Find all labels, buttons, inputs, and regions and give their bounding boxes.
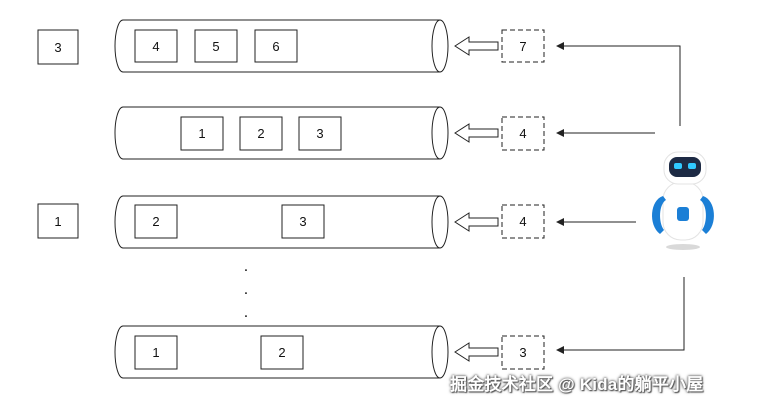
hollow-arrow bbox=[454, 212, 499, 232]
queue-item bbox=[180, 116, 224, 151]
incoming-box bbox=[501, 335, 545, 370]
feed-arrow bbox=[556, 42, 681, 126]
tube-end bbox=[431, 195, 449, 249]
queue-item bbox=[281, 204, 325, 239]
queue-item bbox=[239, 116, 283, 151]
queue-item bbox=[260, 335, 304, 370]
queue-item bbox=[134, 204, 178, 239]
queue-tube bbox=[114, 195, 440, 249]
side-box bbox=[37, 203, 79, 239]
queue-item bbox=[254, 29, 298, 63]
tube-end bbox=[431, 106, 449, 160]
hollow-arrow bbox=[454, 342, 499, 362]
queue-tube bbox=[114, 325, 440, 379]
robot-icon bbox=[652, 151, 714, 250]
hollow-arrow bbox=[454, 123, 499, 143]
tube-end bbox=[431, 19, 449, 73]
tube-end bbox=[431, 325, 449, 379]
side-box bbox=[37, 29, 79, 65]
queue-item bbox=[298, 116, 342, 151]
watermark: 掘金技术社区 @ Kida的躺平小屋 bbox=[450, 375, 704, 394]
incoming-box bbox=[501, 29, 545, 63]
queue-item bbox=[134, 335, 178, 370]
hollow-arrow bbox=[454, 36, 499, 56]
queue-item bbox=[134, 29, 178, 63]
incoming-box bbox=[501, 204, 545, 239]
queue-item bbox=[194, 29, 238, 63]
incoming-box bbox=[501, 116, 545, 151]
queue-tube bbox=[114, 19, 440, 73]
feed-arrow bbox=[556, 277, 685, 354]
queue-tube bbox=[114, 106, 440, 160]
